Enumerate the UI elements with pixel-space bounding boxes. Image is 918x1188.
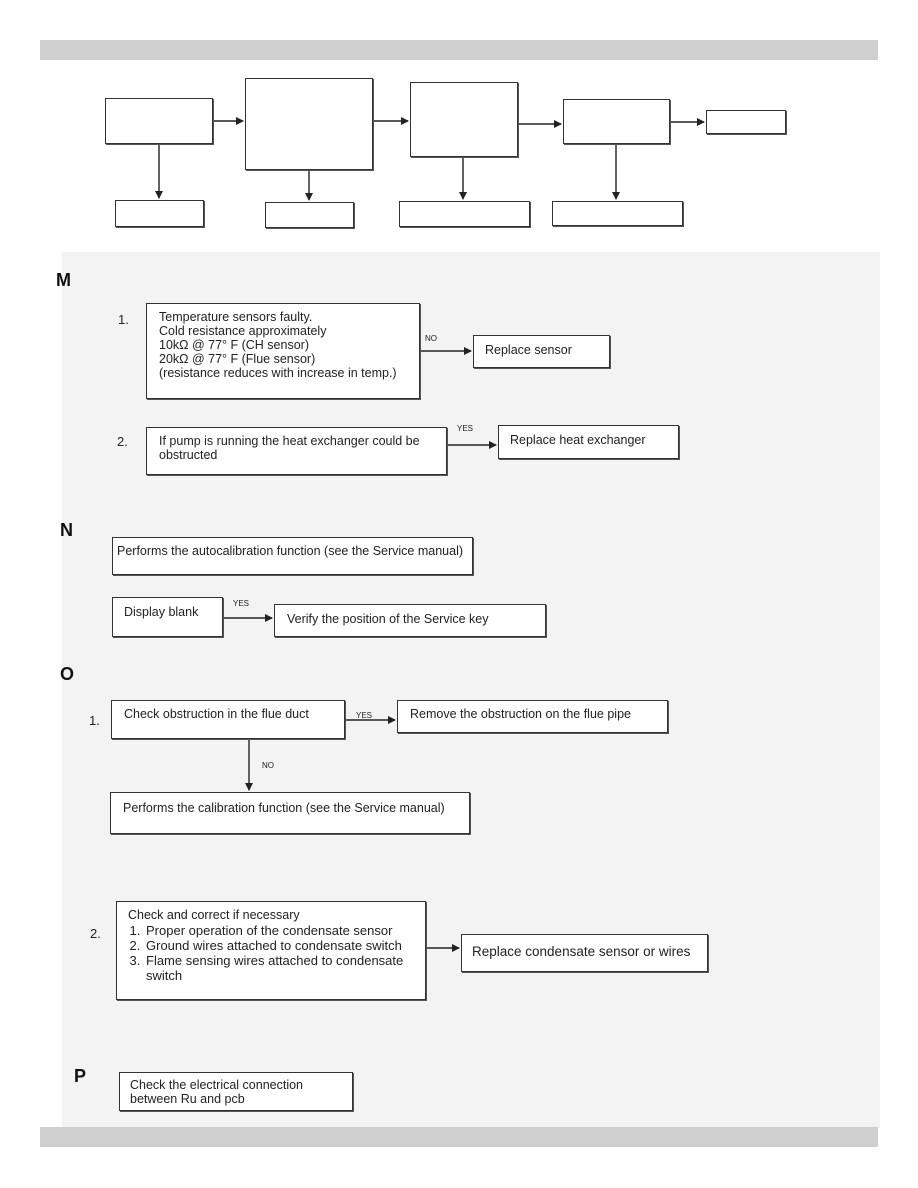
footer-bar	[40, 1127, 878, 1147]
section-o-letter: O	[60, 664, 75, 684]
list-item: Proper operation of the condensate senso…	[144, 923, 414, 938]
section-o-condensate-list: Proper operation of the condensate senso…	[128, 923, 414, 983]
section-o-item-2-number: 2.	[90, 926, 101, 941]
section-n-display-blank-box: Display blank	[112, 597, 223, 637]
section-o-condensate-check-box: Check and correct if necessary Proper op…	[116, 901, 426, 1000]
section-m-replace-sensor-box: Replace sensor	[473, 335, 610, 368]
section-n-service-key-box: Verify the position of the Service key	[274, 604, 546, 637]
section-o-no-label: NO	[262, 761, 274, 770]
list-item: Flame sensing wires attached to condensa…	[144, 953, 414, 983]
list-item: Ground wires attached to condensate swit…	[144, 938, 414, 953]
top-flow-box-3	[410, 82, 518, 157]
section-o-item-1-number: 1.	[89, 713, 100, 728]
section-m-sensor-check-box: Temperature sensors faulty. Cold resista…	[146, 303, 420, 399]
section-o-replace-condensate-box: Replace condensate sensor or wires	[461, 934, 708, 972]
header-bar	[40, 40, 878, 60]
top-flow-result-3	[399, 201, 530, 227]
section-n-autocalibration-box: Performs the autocalibration function (s…	[112, 537, 473, 575]
section-m-pump-check-box: If pump is running the heat exchanger co…	[146, 427, 447, 475]
section-m-yes-label: YES	[457, 424, 474, 433]
section-o-yes-label: YES	[356, 711, 373, 720]
section-o-calibration-box: Performs the calibration function (see t…	[110, 792, 470, 834]
section-p-electrical-box: Check the electrical connection between …	[119, 1072, 353, 1111]
section-n-yes-label: YES	[233, 599, 250, 608]
section-p-letter: P	[74, 1066, 87, 1086]
section-o-remove-obstruction-box: Remove the obstruction on the flue pipe	[397, 700, 668, 733]
section-o-condensate-intro: Check and correct if necessary	[128, 908, 300, 922]
section-m-item-2-number: 2.	[117, 434, 128, 449]
top-flow-result-4	[552, 201, 683, 226]
top-flow-box-5	[706, 110, 786, 134]
section-m-item-1-number: 1.	[118, 312, 129, 327]
section-m-no-label: NO	[425, 334, 437, 343]
section-m-letter: M	[56, 270, 71, 290]
top-flow-result-1	[115, 200, 204, 227]
top-flow-box-1	[105, 98, 213, 144]
top-flow-box-4	[563, 99, 670, 144]
section-n-letter: N	[60, 520, 73, 540]
top-flow-box-2	[245, 78, 373, 170]
top-flow-result-2	[265, 202, 354, 228]
section-o-flue-duct-box: Check obstruction in the flue duct	[111, 700, 345, 739]
section-m-replace-exchanger-box: Replace heat exchanger	[498, 425, 679, 459]
